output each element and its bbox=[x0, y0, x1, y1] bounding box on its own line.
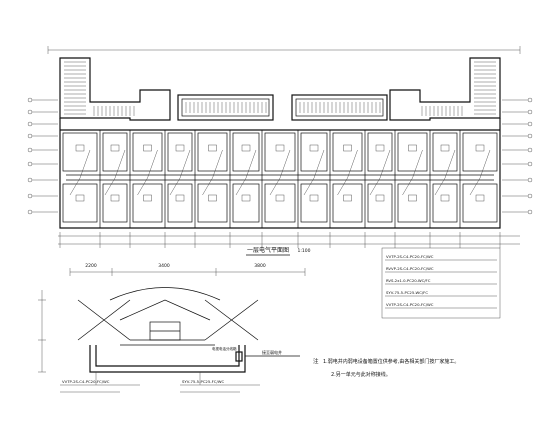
legend-entry: RVVP-2S-C4-PC20-FC/WC bbox=[386, 266, 434, 271]
plan-scale: 1:100 bbox=[298, 248, 311, 254]
dim-mid: 3400 bbox=[158, 263, 170, 269]
detail-note-a: 接至弱电井 bbox=[262, 349, 282, 355]
legend-entry: VVTP-2S-C4-PC20-FC/WC bbox=[386, 254, 434, 259]
drawing-notes: 注 1.弱电井内弱电设备箱置位供参考,由各相关部门按厂家施工。 2.另一单元与此… bbox=[313, 357, 459, 378]
detail-cable-b: SYV-75-5-PC25-FC/WC bbox=[182, 379, 224, 384]
detail-cable-a: VVTP-2S-C4-PC20-FC/WC bbox=[62, 379, 110, 384]
dim-left: 2200 bbox=[85, 263, 97, 269]
legend-entry: VVTP-2S-C4-PC20-FC/WC bbox=[386, 302, 434, 307]
notes-label: 注 bbox=[313, 357, 319, 365]
legend-entry: RVS-2x1.0-PC20-WC/FC bbox=[386, 278, 431, 283]
building-plan bbox=[27, 46, 533, 248]
legend-entry: SYV-75-5-PC25-WC/FC bbox=[386, 290, 428, 295]
dim-right: 3800 bbox=[254, 263, 266, 269]
cable-legend: VVTP-2S-C4-PC20-FC/WC RVVP-2S-C4-PC20-FC/… bbox=[381, 247, 501, 319]
detail-note-b: 电视电话分线箱 bbox=[212, 346, 237, 351]
notes-line-1: 1.弱电井内弱电设备箱置位供参考,由各相关部门按厂家施工。 bbox=[323, 358, 459, 365]
plan-title: 一层电气平面图 bbox=[247, 246, 289, 254]
notes-line-2: 2.另一单元与此对称接线。 bbox=[331, 371, 391, 378]
detail-plan: 2200 3400 3800 接至弱电井 电视电话分线箱 VVTP-2S-C4-… bbox=[38, 263, 306, 393]
